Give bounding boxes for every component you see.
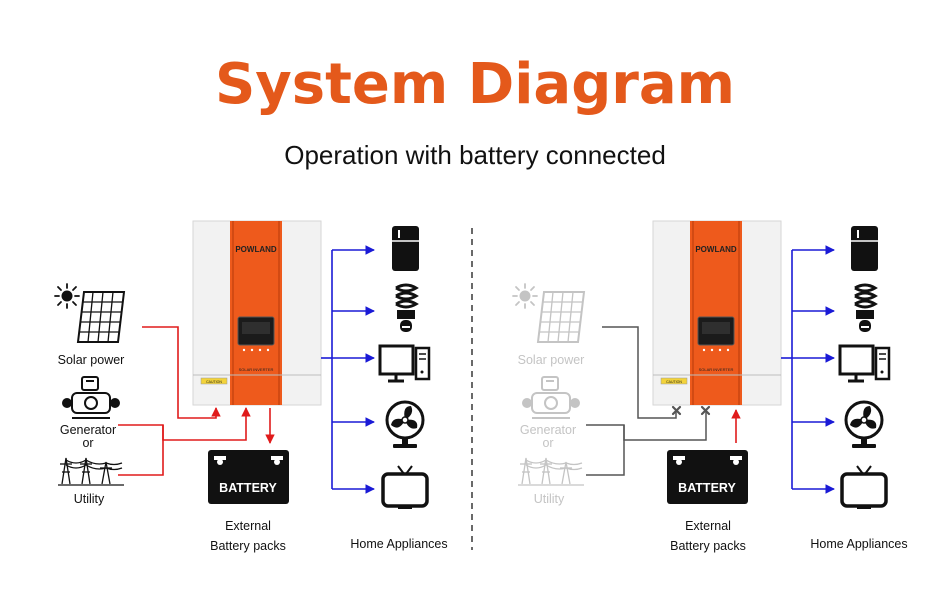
- battery-caption-line1: External: [225, 519, 271, 533]
- generator-icon: [522, 376, 580, 419]
- inverter: POWLAND SOLAR INVERTER CAUTION: [652, 220, 782, 406]
- sun-icon: [512, 283, 538, 309]
- refrigerator-icon: [851, 226, 878, 271]
- page-subtitle: Operation with battery connected: [284, 140, 666, 170]
- svg-text:CAUTION: CAUTION: [666, 380, 682, 384]
- fan-icon: [385, 400, 425, 448]
- appliances-caption: Home Appliances: [350, 537, 447, 551]
- battery-icon: BATTERY: [208, 450, 289, 504]
- or-label: or: [82, 436, 93, 450]
- svg-text:CAUTION: CAUTION: [206, 380, 222, 384]
- utility-label: Utility: [74, 492, 105, 506]
- battery-caption-line2: Battery packs: [670, 539, 746, 553]
- power-flow-blue: [321, 245, 375, 494]
- inverter-model-label: SOLAR INVERTER: [239, 367, 274, 372]
- sun-icon: [54, 283, 80, 309]
- utility-label: Utility: [534, 492, 565, 506]
- generator-icon: [62, 376, 120, 419]
- fan-icon: [844, 400, 884, 448]
- caution-sticker: [660, 377, 688, 385]
- battery-label: BATTERY: [678, 481, 736, 495]
- refrigerator-icon: [392, 226, 419, 271]
- battery-icon: BATTERY: [667, 450, 748, 504]
- inverter-brand: POWLAND: [695, 245, 737, 254]
- inverter: POWLAND SOLAR INVERTER CAUTION: [192, 220, 322, 406]
- cfl-bulb-icon: [854, 283, 878, 332]
- generator-label: Generator: [520, 423, 576, 437]
- desktop-computer-icon: [838, 344, 891, 383]
- cfl-bulb-icon: [395, 283, 419, 332]
- power-flow-gray: [586, 326, 707, 476]
- battery-caption-line1: External: [685, 519, 731, 533]
- generator-label: Generator: [60, 423, 116, 437]
- television-icon: [840, 465, 888, 509]
- right-panel: POWLAND SOLAR INVERTER CAUTION: [512, 220, 908, 553]
- or-label: or: [542, 436, 553, 450]
- left-panel: POWLAND SOLAR INVERTER CAUTION: [54, 220, 448, 553]
- power-flow-red: [118, 326, 275, 476]
- power-flow-blue: [781, 245, 835, 494]
- caution-sticker: [200, 377, 228, 385]
- solar-panel-icon: [76, 291, 126, 343]
- utility-tower-icon: [518, 457, 584, 486]
- solar-label: Solar power: [58, 353, 125, 367]
- battery-label: BATTERY: [219, 481, 277, 495]
- solar-panel-icon: [536, 291, 586, 343]
- blocked-x-icon: [671, 405, 682, 416]
- inverter-model-label: SOLAR INVERTER: [699, 367, 734, 372]
- desktop-computer-icon: [378, 344, 431, 383]
- television-icon: [381, 465, 429, 509]
- battery-caption-line2: Battery packs: [210, 539, 286, 553]
- page-title: System Diagram: [214, 52, 736, 117]
- blocked-x-icon: [700, 405, 711, 416]
- utility-tower-icon: [58, 457, 124, 486]
- appliances-caption: Home Appliances: [810, 537, 907, 551]
- solar-label: Solar power: [518, 353, 585, 367]
- inverter-brand: POWLAND: [235, 245, 277, 254]
